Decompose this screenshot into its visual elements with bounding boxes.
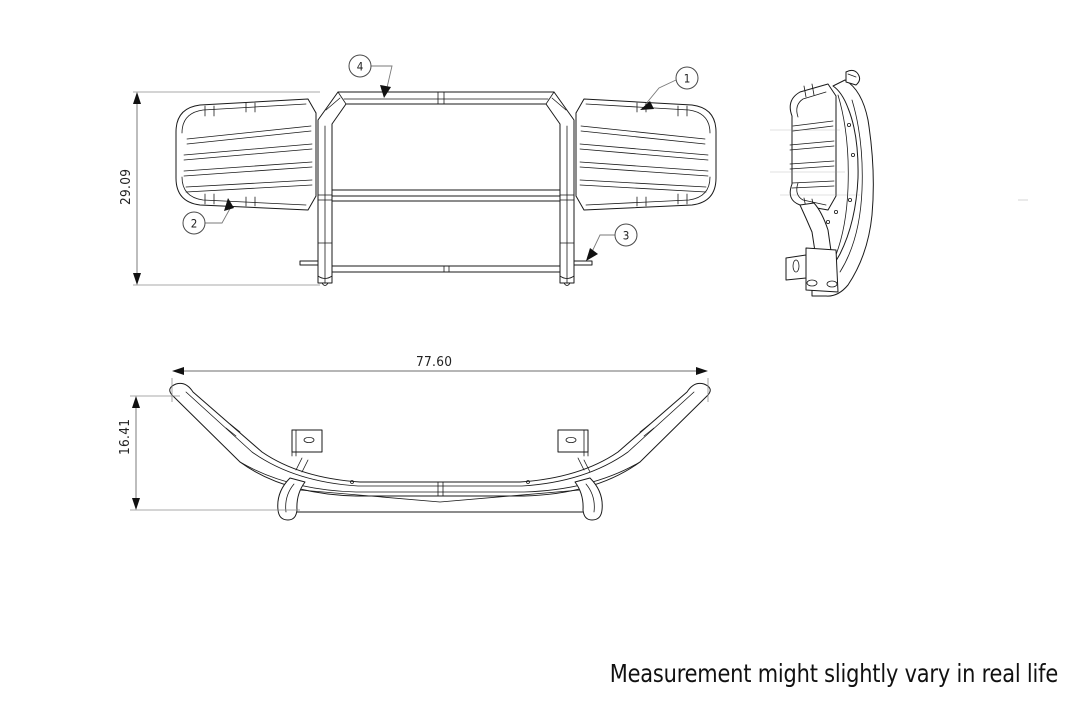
dimension-height-value: 29.09: [118, 169, 134, 205]
dimension-width-value: 77.60: [416, 354, 452, 370]
disclaimer-caption: Measurement might slightly vary in real …: [609, 659, 1058, 688]
balloon-label-2: 2: [191, 217, 198, 231]
dimension-depth-value: 16.41: [117, 419, 133, 455]
left-wing: [175, 98, 317, 211]
side-view: [770, 69, 1028, 297]
balloon-circle-4: [348, 54, 372, 78]
front-view: 29.09 4 1 2: [118, 54, 717, 286]
callout-1: 1: [640, 66, 699, 110]
balloon-circle-1: [675, 66, 699, 90]
dimension-width-77: 77.60: [171, 354, 709, 402]
balloon-label-3: 3: [623, 229, 630, 243]
dimension-height-29: 29.09: [118, 91, 320, 286]
balloon-circle-3: [614, 223, 638, 247]
balloon-label-1: 1: [684, 72, 691, 86]
top-view: 77.60 16.41: [117, 354, 711, 521]
balloon-label-4: 4: [357, 60, 364, 74]
balloon-circle-2: [182, 211, 206, 235]
mount-tabs: [299, 260, 593, 266]
callout-3: 3: [586, 223, 638, 261]
right-wing: [575, 98, 717, 211]
dimension-depth-16: 16.41: [117, 395, 300, 511]
center-hoop: [317, 91, 575, 286]
callout-2: 2: [182, 198, 234, 235]
callout-4: 4: [348, 54, 393, 98]
